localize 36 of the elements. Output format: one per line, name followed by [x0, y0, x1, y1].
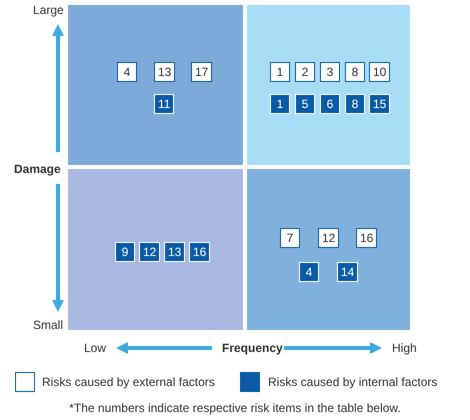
risk-number: 7	[280, 228, 300, 248]
quadrant-panel	[247, 5, 410, 165]
axis-label: Low	[84, 341, 106, 355]
risk-number: 1	[270, 94, 290, 114]
axis-label: Small	[33, 318, 64, 332]
risk-number: 12	[318, 228, 340, 248]
legend-label: Risks caused by external factors	[42, 375, 215, 389]
risk-number: 5	[295, 94, 315, 114]
axis-title: Frequency	[222, 341, 283, 355]
legend-label: Risks caused by internal factors	[268, 375, 438, 389]
risk-number: 15	[369, 94, 390, 114]
risk-number: 6	[320, 94, 340, 114]
risk-number: 12	[139, 242, 160, 262]
risk-number: 13	[154, 62, 176, 82]
quadrant-panel	[68, 5, 243, 165]
risk-number: 14	[337, 262, 358, 282]
caption: *The numbers indicate respective risk items in the table below.	[68, 401, 402, 415]
risk-number: 17	[191, 62, 212, 82]
risk-number: 4	[117, 62, 137, 82]
risk-number: 16	[189, 242, 210, 262]
risk-number: 8	[345, 94, 365, 114]
risk-number: 2	[295, 62, 315, 82]
risk-number: 4	[299, 262, 319, 282]
risk-number: 9	[115, 242, 135, 262]
risk-number: 10	[369, 62, 390, 82]
risk-number: 1	[270, 62, 290, 82]
risk-number: 11	[154, 94, 174, 114]
risk-number: 8	[345, 62, 365, 82]
axis-label: Large	[33, 3, 64, 17]
risk-number: 16	[356, 228, 378, 248]
axis-title: Damage	[14, 162, 61, 176]
risk-number: 3	[320, 62, 340, 82]
axis-label: High	[392, 341, 417, 355]
quadrant-panel	[68, 169, 243, 330]
risk-number: 13	[164, 242, 186, 262]
quadrant-panel	[247, 169, 410, 330]
